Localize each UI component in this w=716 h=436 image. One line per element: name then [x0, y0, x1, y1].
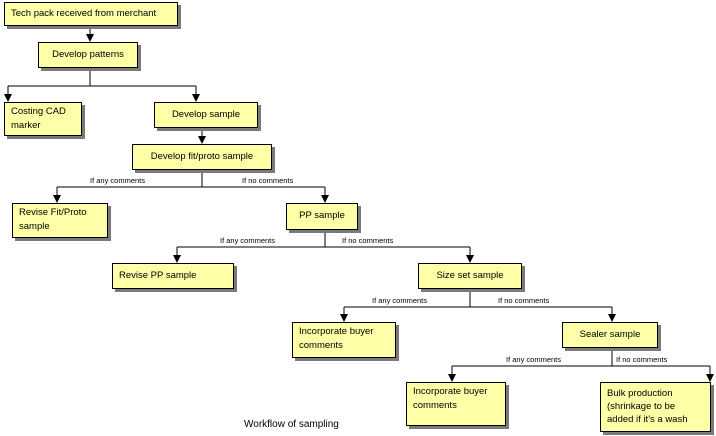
node-revise-fit-proto-sample: Revise Fit/Proto sample	[12, 203, 108, 238]
branch-label-sealer-any-comments: If any comments	[506, 355, 562, 364]
node-develop-fit-proto-sample: Develop fit/proto sample	[132, 144, 272, 170]
node-develop-sample: Develop sample	[154, 102, 258, 128]
node-bulk-production: Bulk production (shrinkage to be added i…	[600, 382, 711, 432]
branch-label-fit-no-comments: If no comments	[242, 176, 294, 185]
node-sealer-sample: Sealer sample	[562, 322, 658, 348]
node-size-set-sample: Size set sample	[418, 263, 522, 289]
diagram-caption: Workflow of sampling	[244, 419, 339, 430]
branch-label-sealer-no-comments: If no comments	[616, 355, 668, 364]
node-pp-sample: PP sample	[286, 203, 358, 230]
node-develop-patterns: Develop patterns	[38, 42, 138, 68]
node-incorporate-buyer-comments-1: Incorporate buyer comments	[292, 322, 396, 358]
branch-label-pp-any-comments: If any comments	[220, 236, 276, 245]
node-incorporate-buyer-comments-2: Incorporate buyer comments	[406, 382, 506, 426]
branch-label-fit-any-comments: If any comments	[90, 176, 146, 185]
branch-label-size-any-comments: If any comments	[372, 296, 428, 305]
node-revise-pp-sample: Revise PP sample	[112, 263, 234, 289]
branch-label-size-no-comments: If no comments	[498, 296, 550, 305]
node-costing-cad-marker: Costing CAD marker	[4, 102, 82, 136]
node-tech-pack: Tech pack received from merchant	[4, 2, 178, 26]
branch-label-pp-no-comments: If no comments	[342, 236, 394, 245]
